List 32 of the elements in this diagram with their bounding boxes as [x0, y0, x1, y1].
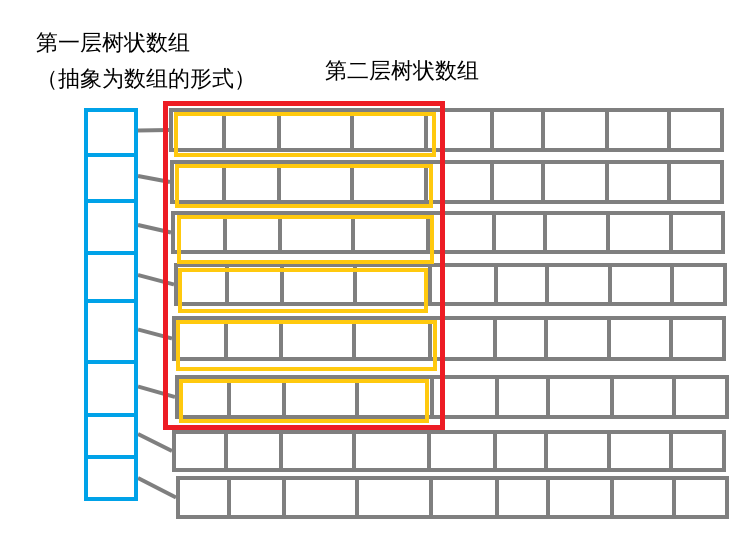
array-row [170, 160, 724, 204]
array-cell [84, 413, 138, 455]
connector-line [138, 174, 170, 184]
array-cell [84, 199, 138, 251]
heading: 第一层树状数组 [36, 30, 190, 56]
array-cell [84, 153, 138, 199]
highlight-box [175, 164, 433, 208]
connector-line [138, 223, 172, 234]
array-row [176, 476, 729, 519]
connector-line [137, 328, 173, 340]
connector-line [137, 476, 177, 500]
array-cell [84, 299, 138, 360]
highlight-box [176, 320, 437, 371]
array-row [175, 375, 729, 419]
array-row [171, 211, 725, 254]
highlight-box [179, 379, 429, 423]
array-row [172, 430, 726, 472]
array-row [172, 316, 726, 361]
connector-line [137, 432, 173, 453]
outline-frame [163, 101, 445, 430]
connector-line [138, 128, 170, 132]
array-cell [84, 251, 138, 299]
highlight-box [174, 112, 436, 157]
highlight-box [178, 268, 428, 313]
array-cell [84, 455, 138, 501]
array-row [174, 263, 727, 306]
subheading: （抽象为数组的形式） [36, 66, 256, 92]
array-row [169, 108, 724, 152]
highlight-box [177, 215, 434, 264]
array-cell [84, 360, 138, 413]
heading: 第二层树状数组 [325, 58, 479, 84]
array-cell [84, 108, 138, 153]
